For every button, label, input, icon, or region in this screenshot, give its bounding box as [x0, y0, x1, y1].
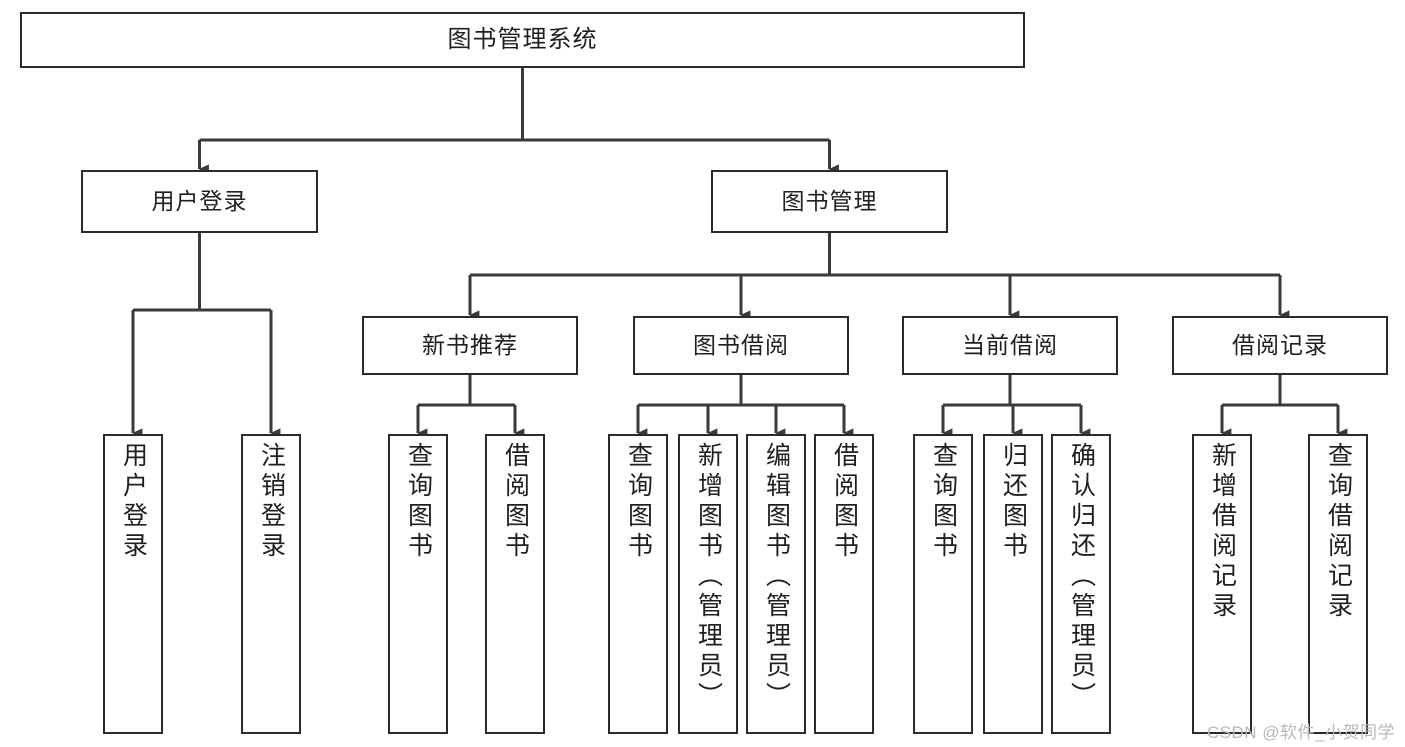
- node-login[interactable]: 用户登录: [81, 170, 318, 233]
- node-label-current: 当前借阅: [962, 331, 1058, 358]
- node-label-newbook-query: 查询图书: [404, 442, 433, 562]
- node-records-query[interactable]: 查询借阅记录: [1308, 434, 1368, 734]
- node-current[interactable]: 当前借阅: [902, 316, 1118, 375]
- node-label-records-query: 查询借阅记录: [1324, 442, 1353, 622]
- node-current-query[interactable]: 查询图书: [913, 434, 973, 734]
- node-borrow-edit[interactable]: 编辑图书（管理员）: [746, 434, 806, 734]
- node-label-newbook-borrow: 借阅图书: [501, 442, 530, 562]
- node-root[interactable]: 图书管理系统: [20, 12, 1025, 68]
- node-label-borrow-add: 新增图书（管理员）: [694, 442, 723, 712]
- node-label-current-return: 归还图书: [999, 442, 1028, 562]
- node-login-logout[interactable]: 注销登录: [241, 434, 301, 734]
- node-borrow-lend[interactable]: 借阅图书: [814, 434, 874, 734]
- node-label-borrow-edit: 编辑图书（管理员）: [762, 442, 791, 712]
- node-bookmgmt[interactable]: 图书管理: [711, 170, 948, 233]
- node-label-login-logout: 注销登录: [257, 442, 286, 562]
- node-current-return[interactable]: 归还图书: [983, 434, 1043, 734]
- node-label-newbook: 新书推荐: [422, 331, 518, 358]
- node-newbook-query[interactable]: 查询图书: [388, 434, 448, 734]
- node-newbook-borrow[interactable]: 借阅图书: [485, 434, 545, 734]
- node-login-user[interactable]: 用户登录: [103, 434, 163, 734]
- node-borrow[interactable]: 图书借阅: [633, 316, 849, 375]
- node-label-current-query: 查询图书: [929, 442, 958, 562]
- node-label-current-confirm: 确认归还（管理员）: [1067, 442, 1096, 712]
- node-current-confirm[interactable]: 确认归还（管理员）: [1051, 434, 1111, 734]
- node-borrow-add[interactable]: 新增图书（管理员）: [678, 434, 738, 734]
- node-label-records: 借阅记录: [1232, 331, 1328, 358]
- node-label-borrow: 图书借阅: [693, 331, 789, 358]
- node-records[interactable]: 借阅记录: [1172, 316, 1388, 375]
- node-label-borrow-query: 查询图书: [624, 442, 653, 562]
- connector-paths: [131, 68, 1348, 438]
- node-label-records-add: 新增借阅记录: [1208, 442, 1237, 622]
- node-records-add[interactable]: 新增借阅记录: [1192, 434, 1252, 734]
- watermark-text: CSDN @软件_小贺同学: [1206, 723, 1395, 742]
- node-label-login-user: 用户登录: [119, 442, 148, 562]
- node-label-root: 图书管理系统: [447, 25, 598, 53]
- node-label-bookmgmt: 图书管理: [781, 187, 878, 214]
- node-label-borrow-lend: 借阅图书: [830, 442, 859, 562]
- node-label-login: 用户登录: [151, 187, 248, 214]
- node-newbook[interactable]: 新书推荐: [362, 316, 578, 375]
- node-borrow-query[interactable]: 查询图书: [608, 434, 668, 734]
